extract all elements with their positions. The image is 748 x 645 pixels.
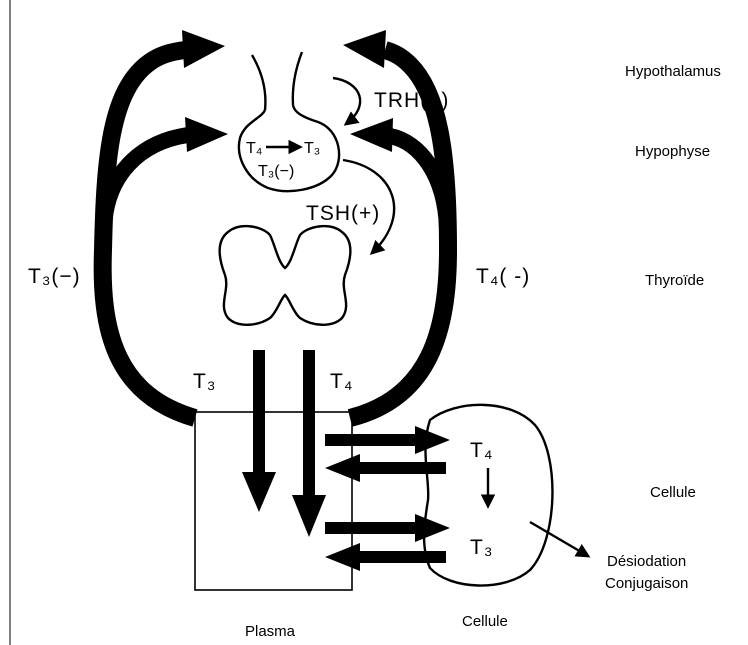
thyroide-label: Thyroïde (645, 272, 704, 289)
uptake-arrow-1-shaft (325, 434, 417, 446)
t3-secretion-arrow-shaft (253, 350, 265, 475)
uptake-arrow-1-head (415, 426, 450, 454)
hypothalamus-stalk-left (252, 55, 265, 110)
thyroid-gland (220, 226, 351, 325)
hypothalamus-label: Hypothalamus (625, 63, 721, 80)
cellule-region-label: Cellule (650, 484, 696, 501)
hypophyse-label: Hypophyse (635, 143, 710, 160)
hypothalamus-stalk-right (293, 52, 302, 105)
trh-label: TRH(+) (374, 89, 449, 112)
uptake-arrow-2-head (415, 514, 450, 542)
t4-feedback-outer-arrowhead (343, 30, 386, 68)
t4-feedback-label: T₄( -) (476, 265, 530, 288)
t3-feedback-label: T₃(−) (28, 265, 81, 288)
metabolism-arrow (530, 522, 588, 556)
efflux-arrow-1-head (325, 454, 360, 482)
plasma-label: Plasma (245, 623, 296, 640)
tsh-label: TSH(+) (306, 202, 380, 225)
secreted-t3-label: T₃ (193, 370, 216, 393)
desiodation-label: Désiodation (607, 553, 686, 570)
pituitary-t3-inhibition-label: T₃(−) (258, 163, 294, 180)
efflux-arrow-1-shaft (358, 462, 446, 474)
uptake-arrow-2-shaft (325, 522, 417, 534)
secreted-t4-label: T₄ (330, 370, 353, 393)
t3-secretion-arrowhead (242, 472, 276, 512)
pituitary-t3-label: T₃ (304, 140, 320, 157)
efflux-arrow-2-head (325, 543, 360, 571)
cell-t3-label: T₃ (470, 536, 493, 559)
cellule-compartment-label: Cellule (462, 613, 508, 630)
efflux-arrow-2-shaft (358, 551, 446, 563)
t3-feedback-inner-arrowhead (185, 117, 228, 152)
pituitary-t4-label: T₄ (246, 140, 262, 157)
t4-secretion-arrowhead (292, 495, 326, 537)
t3-feedback-outer-arrowhead (182, 30, 225, 68)
cell-t4-label: T₄ (470, 439, 493, 462)
trh-arrow (333, 78, 360, 124)
conjugaison-label: Conjugaison (605, 575, 688, 592)
t4-secretion-arrow-shaft (303, 350, 315, 498)
t4-feedback-inner-arrowhead (350, 118, 393, 152)
t3-feedback-outer-arrow (103, 50, 195, 418)
